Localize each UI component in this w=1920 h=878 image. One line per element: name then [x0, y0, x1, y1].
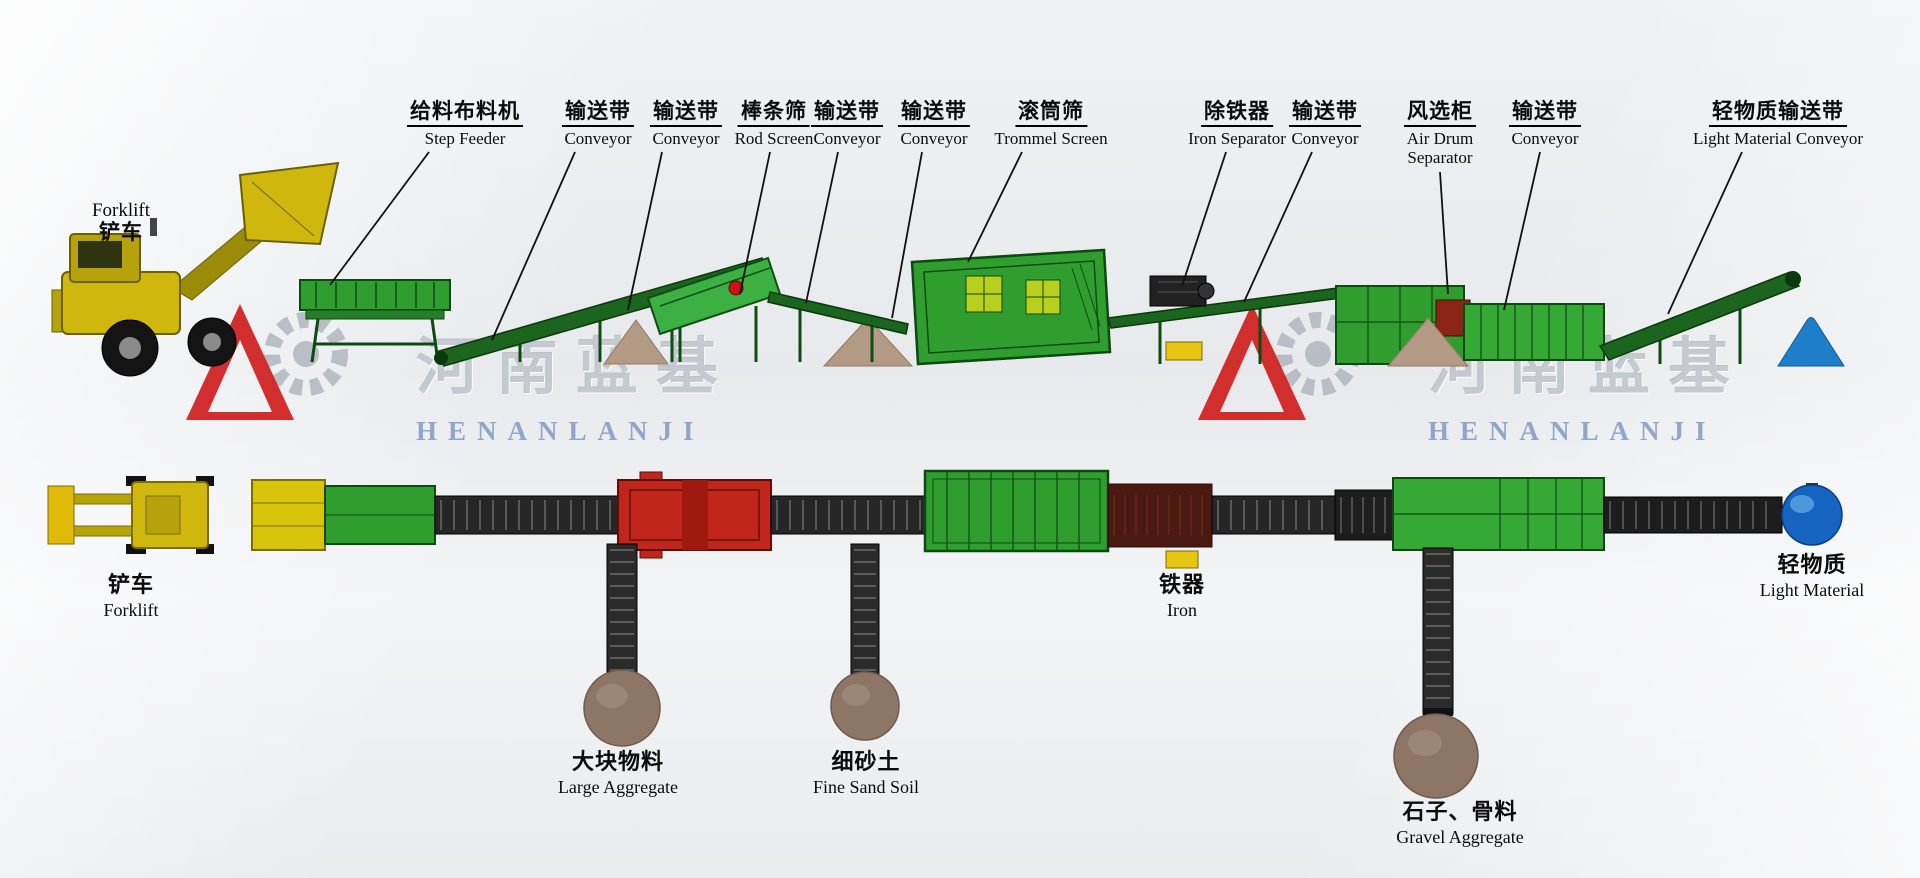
plan-conveyor-green-head	[324, 485, 436, 545]
label-conveyor-5: 输送带 Conveyor	[1289, 99, 1361, 148]
conveyor-short-illustration	[767, 291, 909, 362]
leader-conveyor-6	[1503, 151, 1541, 311]
label-gravel-aggregate: 石子、骨料 Gravel Aggregate	[1396, 799, 1524, 847]
plan-belt-4	[1603, 496, 1783, 534]
label-conveyor-3: 输送带 Conveyor	[811, 99, 883, 148]
leader-conveyor-5	[1243, 151, 1313, 303]
light-material-cone	[1777, 317, 1845, 367]
forklift-side-illustration	[51, 161, 340, 377]
label-conveyor-1: 输送带 Conveyor	[562, 99, 634, 148]
gear-icon	[264, 312, 348, 396]
air-separator-plan	[1334, 477, 1605, 551]
pile-gravel-aggregate	[1393, 713, 1479, 799]
leader-air-drum-separator	[1439, 171, 1449, 295]
iron-separator-illustration	[1149, 275, 1215, 307]
plan-belt-3	[1211, 495, 1336, 535]
label-conveyor-4: 输送带 Conveyor	[898, 99, 970, 148]
label-step-feeder: 给料布料机 Step Feeder	[407, 99, 523, 148]
label-iron-separator: 除铁器 Iron Separator	[1188, 99, 1286, 148]
label-forklift-bottom: 铲车 Forklift	[103, 572, 159, 620]
leader-trommel-screen	[967, 151, 1023, 263]
trommel-plan	[923, 469, 1110, 553]
branch-conveyor-gravel	[1422, 547, 1454, 716]
plan-belt-2	[770, 495, 926, 535]
leader-step-feeder	[329, 151, 430, 286]
pile-under-rod-screen	[603, 319, 669, 365]
label-light-material: 轻物质 Light Material	[1759, 552, 1865, 600]
label-trommel-screen: 滚筒筛 Trommel Screen	[994, 99, 1108, 148]
red-triangle-icon	[186, 304, 294, 420]
leader-iron-separator	[1181, 151, 1227, 287]
pile-cone-mid	[822, 317, 914, 367]
rod-screen-plan	[617, 471, 772, 559]
light-material-sphere	[1781, 483, 1843, 546]
iron-output-plan	[1165, 550, 1199, 569]
side-view	[51, 161, 1845, 377]
plan-belt-1	[434, 495, 619, 535]
leader-lines	[329, 151, 1743, 341]
watermark-english: HENANLANJI	[416, 416, 705, 446]
leader-rod-screen	[739, 151, 771, 295]
label-iron: 铁器 Iron	[1158, 572, 1206, 620]
label-fine-sand-soil: 细砂土 Fine Sand Soil	[812, 749, 920, 797]
pile-large-aggregate	[583, 669, 661, 747]
label-air-drum-separator: 风选柜 Air Drum Separator	[1380, 99, 1500, 167]
rod-screen-motor	[728, 280, 744, 296]
pile-under-air-separator	[1386, 317, 1470, 367]
label-light-material-conveyor: 轻物质输送带 Light Material Conveyor	[1693, 99, 1863, 148]
label-conveyor-6: 输送带 Conveyor	[1509, 99, 1581, 148]
label-conveyor-2: 输送带 Conveyor	[650, 99, 722, 148]
watermark-english: HENANLANJI	[1428, 416, 1717, 446]
label-step-feeder-en: Step Feeder	[424, 128, 506, 148]
forklift-plan-illustration	[47, 476, 214, 554]
branch-conveyor-fine-sand	[850, 543, 880, 686]
label-rod-screen: 棒条筛 Rod Screen	[734, 99, 814, 148]
conveyor-housing-illustration	[1463, 303, 1605, 361]
leader-conveyor-3	[805, 151, 839, 304]
plan-view	[47, 469, 1843, 799]
label-forklift-top: Forklift 铲车	[91, 200, 151, 245]
label-step-feeder-cn: 给料布料机	[407, 99, 523, 127]
leader-light-material-conveyor	[1667, 151, 1743, 315]
step-feeder-illustration	[299, 279, 451, 363]
conveyor-long-illustration	[1107, 287, 1342, 364]
pile-fine-sand	[830, 671, 900, 741]
light-material-conveyor-illustration	[1598, 271, 1801, 364]
leader-conveyor-4	[891, 151, 923, 319]
label-large-aggregate: 大块物料 Large Aggregate	[557, 749, 679, 797]
leader-conveyor-2	[627, 151, 663, 311]
red-triangle-icon	[1198, 304, 1306, 420]
leader-conveyor-1	[491, 151, 576, 341]
trommel-screen-illustration	[910, 248, 1112, 366]
iron-output-side	[1165, 341, 1203, 361]
plan-section-brown	[1107, 483, 1213, 548]
step-feeder-plan	[251, 479, 326, 551]
air-drum-separator-illustration	[1335, 285, 1471, 367]
